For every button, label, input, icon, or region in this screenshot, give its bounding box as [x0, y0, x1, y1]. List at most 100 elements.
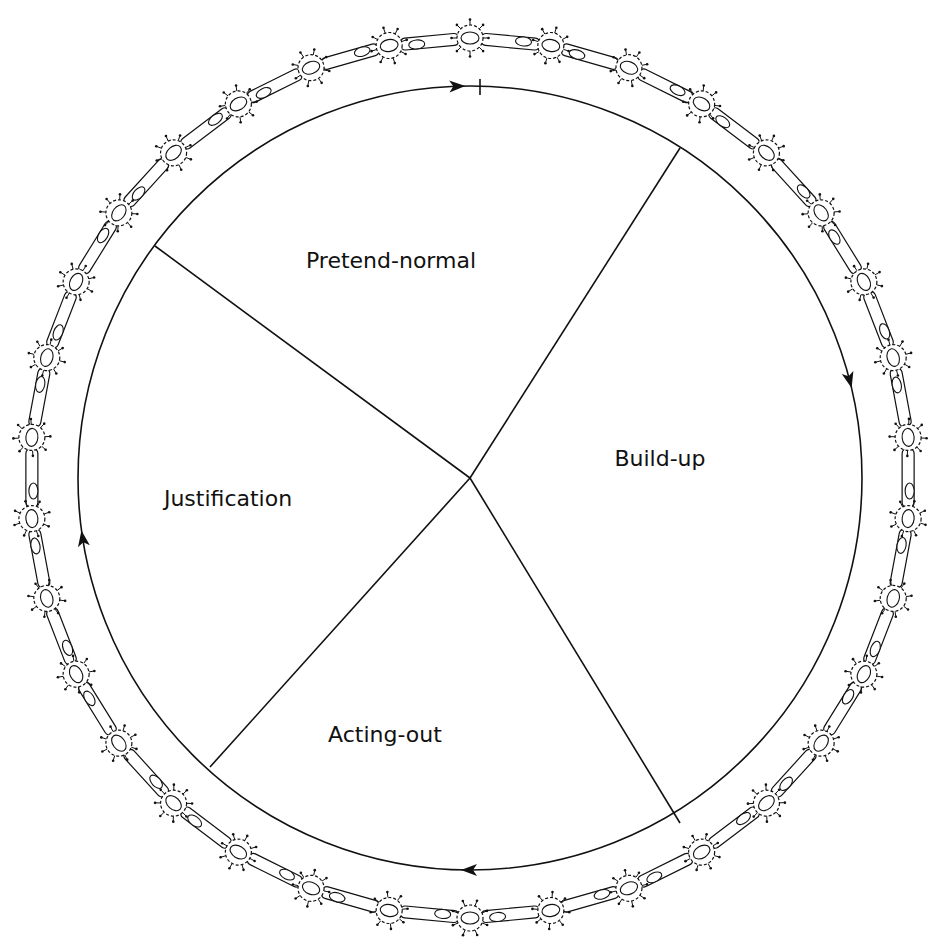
link-bar	[560, 43, 620, 71]
sector-label: Build-up	[613, 446, 707, 472]
spike-tip	[888, 435, 891, 438]
footprint-oval	[854, 271, 873, 292]
spike-tip	[469, 55, 472, 58]
ball-body	[880, 345, 906, 371]
chain-link	[636, 67, 694, 104]
spike-tip	[292, 63, 295, 66]
chain-link	[400, 906, 460, 923]
ball-body	[880, 585, 906, 611]
spike-tip	[242, 869, 245, 872]
chain-link	[179, 805, 233, 850]
spiked-ball	[889, 500, 926, 537]
spike-tip	[535, 921, 538, 924]
spike-tip	[456, 50, 459, 53]
link-bar	[480, 33, 540, 50]
spiked-ball	[100, 724, 138, 762]
link-bar	[179, 805, 233, 850]
chain-link	[77, 219, 118, 276]
spike-tip	[476, 900, 479, 903]
spiked-ball	[369, 891, 408, 930]
spike-tip	[532, 39, 535, 42]
spike-tip	[748, 144, 751, 147]
spike-tip	[30, 366, 33, 369]
spiked-ball	[683, 833, 721, 871]
spike-tip	[814, 724, 817, 727]
footprint-oval	[691, 842, 713, 862]
link-bar	[45, 290, 78, 350]
spiked-ball	[610, 869, 649, 908]
spike-tip	[112, 759, 115, 762]
spike-tip	[715, 91, 718, 94]
spiked-ball	[609, 48, 648, 87]
footprint-oval	[255, 85, 273, 100]
spike-tip	[185, 815, 188, 818]
chain-link	[822, 219, 863, 276]
spike-tip	[881, 612, 884, 615]
spike-tip	[847, 290, 850, 293]
spike-tip	[130, 225, 133, 228]
spike-tip	[878, 662, 881, 665]
spike-tip	[832, 198, 835, 201]
ball-body	[225, 91, 251, 117]
footprint-oval	[795, 183, 812, 201]
link-bar	[769, 157, 818, 209]
spike-tip	[801, 213, 804, 216]
ball-body	[298, 55, 324, 81]
spike-tip	[531, 908, 534, 911]
spike-tip	[159, 789, 162, 792]
link-bar	[77, 219, 118, 276]
spike-tip	[325, 877, 328, 880]
spike-tip	[390, 928, 393, 931]
spike-tip	[221, 842, 224, 845]
flow-arrowhead	[842, 371, 854, 388]
spike-tip	[253, 860, 256, 863]
spike-tip	[567, 50, 570, 53]
spike-tip	[889, 579, 892, 582]
spike-tip	[924, 509, 927, 512]
spike-tip	[812, 758, 815, 761]
link-bar	[179, 106, 233, 151]
ball-body	[753, 140, 779, 166]
spike-tip	[915, 534, 918, 537]
spike-tip	[920, 424, 923, 427]
link-bar	[902, 448, 914, 507]
spike-tip	[564, 897, 567, 900]
spike-tip	[908, 418, 911, 421]
spike-tip	[872, 296, 875, 299]
spike-tip	[63, 361, 66, 364]
spike-tip	[826, 759, 829, 762]
spike-tip	[486, 924, 489, 927]
footprint-oval	[868, 640, 882, 658]
footprint-oval	[51, 323, 65, 341]
spike-tip	[698, 121, 701, 124]
footprint-oval	[328, 891, 346, 904]
spike-tip	[186, 789, 189, 792]
spiked-ball	[531, 891, 570, 930]
spike-tip	[105, 198, 108, 201]
spike-tip	[838, 210, 841, 213]
spike-tip	[452, 924, 455, 927]
spike-tip	[28, 352, 31, 355]
spike-tip	[44, 448, 47, 451]
chain-link	[862, 290, 895, 350]
spike-tip	[612, 56, 615, 59]
footprint-oval	[840, 688, 856, 706]
spike-tip	[452, 910, 455, 913]
spike-tip	[638, 51, 641, 54]
footprint-oval	[541, 38, 561, 53]
sector-divider	[470, 478, 680, 823]
footprint-oval	[95, 226, 111, 244]
spike-tip	[180, 168, 183, 171]
spiked-ball	[682, 84, 721, 123]
spike-tip	[924, 524, 927, 527]
spike-tip	[79, 299, 82, 302]
spike-tip	[450, 37, 453, 40]
chain-link	[28, 367, 51, 427]
sector-label: Pretend-normal	[305, 248, 478, 274]
spiked-ball	[12, 418, 52, 458]
spike-tip	[48, 579, 51, 582]
spike-tip	[49, 435, 52, 438]
spiked-ball	[844, 655, 883, 694]
spike-tip	[47, 525, 50, 528]
